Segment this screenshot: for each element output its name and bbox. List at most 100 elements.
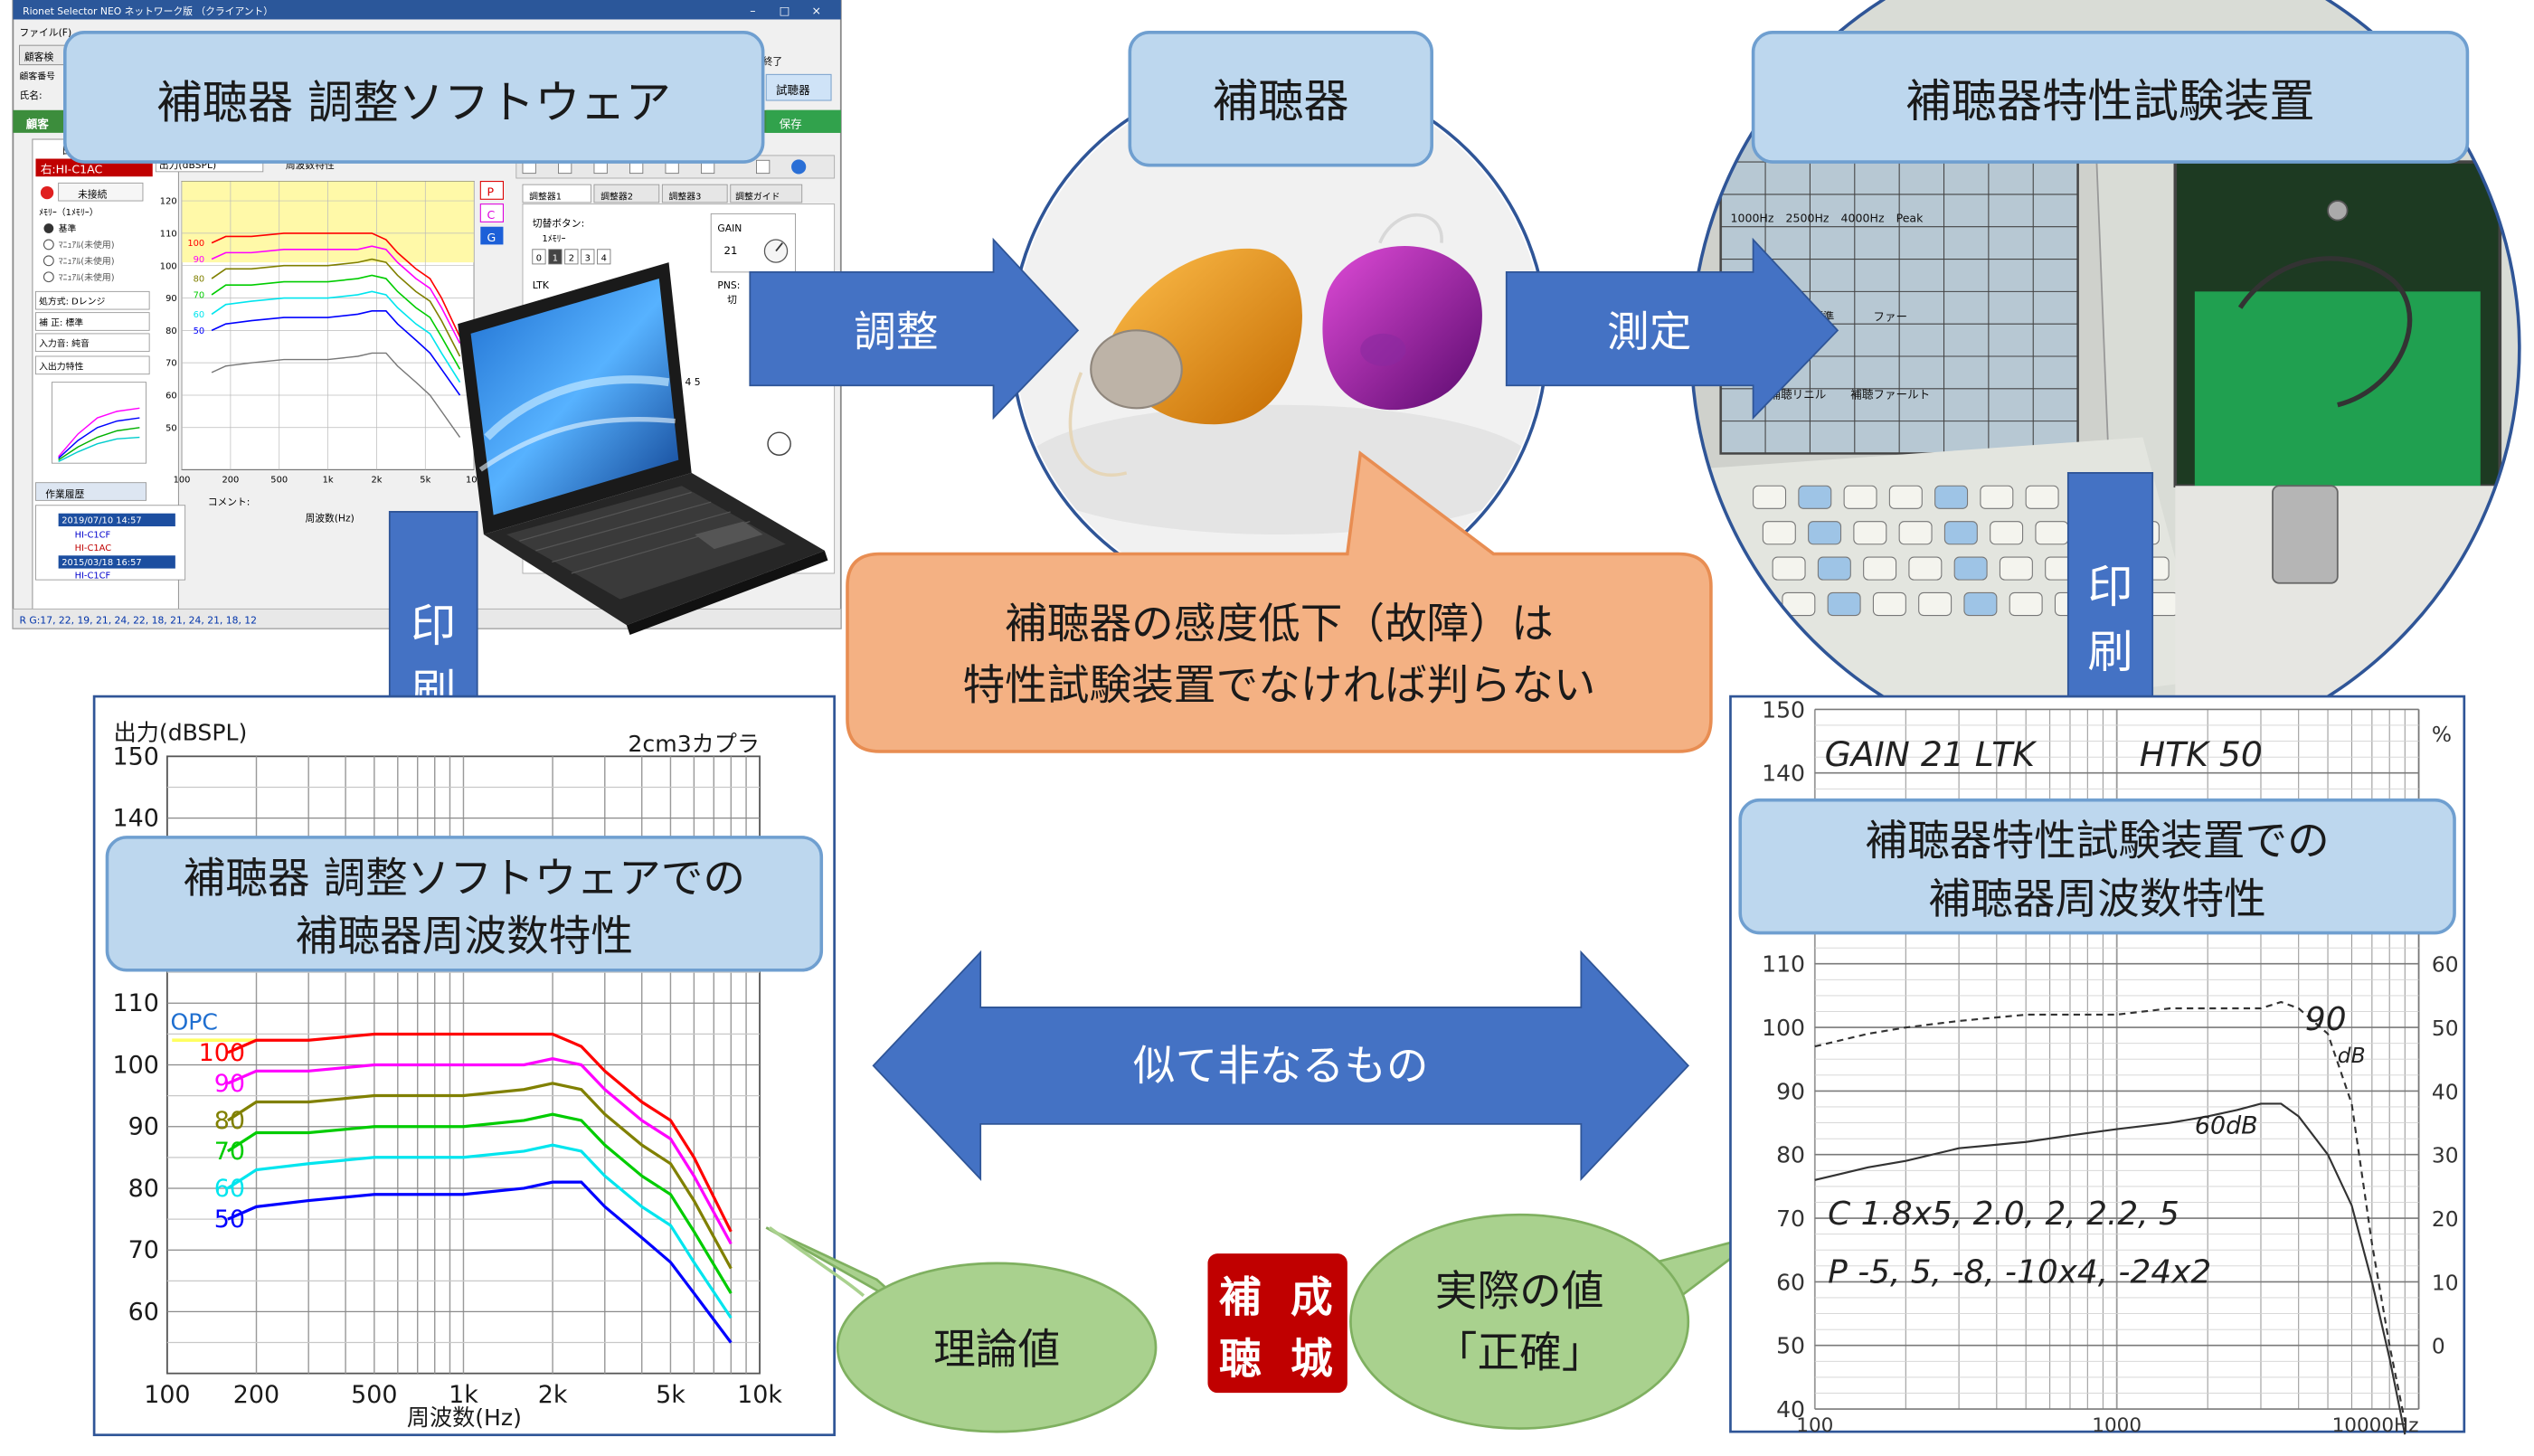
handwritten-90: 90 bbox=[2305, 1001, 2347, 1038]
history-selected-row[interactable] bbox=[58, 555, 175, 569]
memory-radio-icon[interactable] bbox=[43, 271, 54, 283]
tab-adjuster-1[interactable] bbox=[522, 184, 591, 203]
status-box bbox=[58, 182, 144, 202]
chamber-foam bbox=[2194, 291, 2481, 487]
info-icon[interactable] bbox=[791, 159, 807, 175]
adjuster-tabs: 調整器1 調整器2 調整器3 調整ガイド bbox=[522, 184, 803, 203]
pns-label: PNS: bbox=[717, 279, 740, 291]
memory-radio-icon[interactable] bbox=[43, 239, 54, 251]
switch-button bbox=[548, 249, 563, 265]
seal-box bbox=[1207, 1253, 1347, 1394]
y-tick-label: 110 bbox=[1762, 951, 1805, 978]
finish-button[interactable]: 終了 bbox=[763, 56, 783, 68]
maximize-icon[interactable]: □ bbox=[780, 4, 790, 17]
right-tick-label: 40 bbox=[2432, 1080, 2459, 1104]
software-response-chart: 出力(dBSPL) 2cm3カプラ 6070809010011012013014… bbox=[92, 695, 836, 1437]
software-label-box: 補聴器 調整ソフトウェア bbox=[63, 31, 765, 164]
g-button[interactable] bbox=[480, 226, 504, 245]
hearing-aid-title: 補聴器 bbox=[1213, 74, 1349, 128]
series-100-line bbox=[227, 1032, 733, 1233]
measure-label: 測定 bbox=[1607, 307, 1691, 356]
switch-button-label: 3 bbox=[585, 253, 591, 263]
tester-button bbox=[1808, 521, 1842, 545]
dial-icon[interactable] bbox=[767, 431, 791, 456]
y-tick-label: 140 bbox=[113, 805, 159, 833]
customer-tab[interactable]: 顧客 bbox=[26, 117, 50, 130]
y-tick-label: 40 bbox=[1776, 1396, 1805, 1423]
menu-file[interactable]: ファイル(F) bbox=[20, 26, 72, 38]
tester-button bbox=[1963, 591, 1998, 617]
right-tick-label: 20 bbox=[2432, 1207, 2459, 1232]
mini-series-line bbox=[211, 258, 461, 357]
tab-adjuster-2[interactable] bbox=[593, 184, 660, 203]
history-item: HI-C1CF bbox=[75, 571, 111, 581]
mini-y-tick: 100 bbox=[160, 261, 177, 271]
y-tick-label: 70 bbox=[1776, 1205, 1805, 1232]
print-left-char: 印 bbox=[411, 599, 456, 652]
tab-adjust-guide[interactable] bbox=[730, 184, 803, 203]
mini-y-tick: 60 bbox=[165, 392, 177, 402]
digit-label: 4 5 bbox=[685, 376, 700, 388]
tester-title: 補聴器特性試験装置 bbox=[1905, 74, 2314, 128]
trial-button-label: 試聴器 bbox=[776, 83, 810, 97]
tester-button bbox=[1898, 521, 1933, 545]
mini-y-tick: 120 bbox=[160, 197, 177, 207]
mini-series-label: 70 bbox=[194, 291, 205, 301]
series-50-label: 50 bbox=[214, 1205, 245, 1234]
tester-button bbox=[1843, 485, 1877, 509]
io-text: 入出力特性 bbox=[39, 360, 83, 372]
arrow-measure: 測定 bbox=[1505, 237, 1839, 421]
status-text: 未接続 bbox=[78, 188, 108, 200]
title-bar bbox=[13, 0, 841, 20]
history-item: HI-C1AC bbox=[75, 544, 112, 553]
software-response-box bbox=[105, 836, 824, 972]
io-select[interactable] bbox=[35, 355, 150, 375]
series-50-line bbox=[227, 1180, 733, 1344]
y-tick-label: 60 bbox=[128, 1298, 159, 1326]
tester-button bbox=[1817, 556, 1851, 581]
c-button[interactable] bbox=[479, 203, 504, 222]
actual-ellipse bbox=[1349, 1213, 1690, 1430]
x-tick-label: 2k bbox=[538, 1381, 568, 1409]
correction-select[interactable] bbox=[35, 312, 150, 331]
minimize-icon[interactable]: – bbox=[750, 4, 755, 17]
y-tick-label: 90 bbox=[1776, 1078, 1805, 1104]
p-button[interactable] bbox=[479, 181, 504, 200]
history-selected-row[interactable] bbox=[58, 513, 175, 527]
svg-text:P: P bbox=[487, 185, 495, 199]
tester-button bbox=[2025, 485, 2059, 509]
right-tick-label: 0 bbox=[2432, 1335, 2445, 1359]
y-tick-label: 50 bbox=[1776, 1333, 1805, 1359]
memory-radio-icon[interactable] bbox=[43, 223, 54, 233]
mini-x-label: 周波数(Hz) bbox=[305, 513, 354, 525]
tester-screen-text: 補聴リニル bbox=[1770, 388, 1827, 402]
tab-adjuster-3[interactable] bbox=[661, 184, 728, 203]
tester-button bbox=[1999, 556, 2033, 581]
x-tick-label: 500 bbox=[351, 1381, 397, 1409]
laptop-screen bbox=[470, 279, 679, 515]
save-button[interactable] bbox=[766, 109, 841, 133]
mini-series-label: 60 bbox=[194, 310, 205, 320]
trial-button[interactable] bbox=[765, 73, 832, 101]
switch-button-label: 4 bbox=[601, 253, 607, 263]
memory-item: ﾏﾆｭｱﾙ(未使用) bbox=[59, 255, 115, 267]
mini-x-tick: 100 bbox=[174, 476, 191, 486]
toolbar-icon[interactable] bbox=[756, 159, 771, 175]
x-tick-label: 1k bbox=[449, 1381, 478, 1409]
y-tick-label: 100 bbox=[1762, 1015, 1805, 1041]
series-80-line bbox=[226, 1082, 733, 1270]
switch-button bbox=[597, 249, 611, 265]
mini-x-tick: 500 bbox=[270, 476, 288, 486]
input-select[interactable] bbox=[35, 333, 150, 353]
close-icon[interactable]: × bbox=[812, 4, 822, 17]
switch-button-label: 2 bbox=[569, 253, 574, 263]
memory-list: 基準 ﾏﾆｭｱﾙ(未使用) ﾏﾆｭｱﾙ(未使用) ﾏﾆｭｱﾙ(未使用) bbox=[43, 222, 115, 283]
right-tick-label: 50 bbox=[2432, 1016, 2459, 1041]
x-tick-label: 1000 bbox=[2092, 1414, 2142, 1437]
mini-y-tick: 110 bbox=[160, 229, 177, 239]
method-select[interactable] bbox=[35, 290, 150, 310]
memory-radio-icon[interactable] bbox=[43, 255, 54, 267]
right-tick-label: 30 bbox=[2432, 1144, 2459, 1168]
handwritten-gain: GAIN 21 LTK bbox=[1825, 734, 2038, 774]
history-header[interactable] bbox=[35, 482, 147, 501]
